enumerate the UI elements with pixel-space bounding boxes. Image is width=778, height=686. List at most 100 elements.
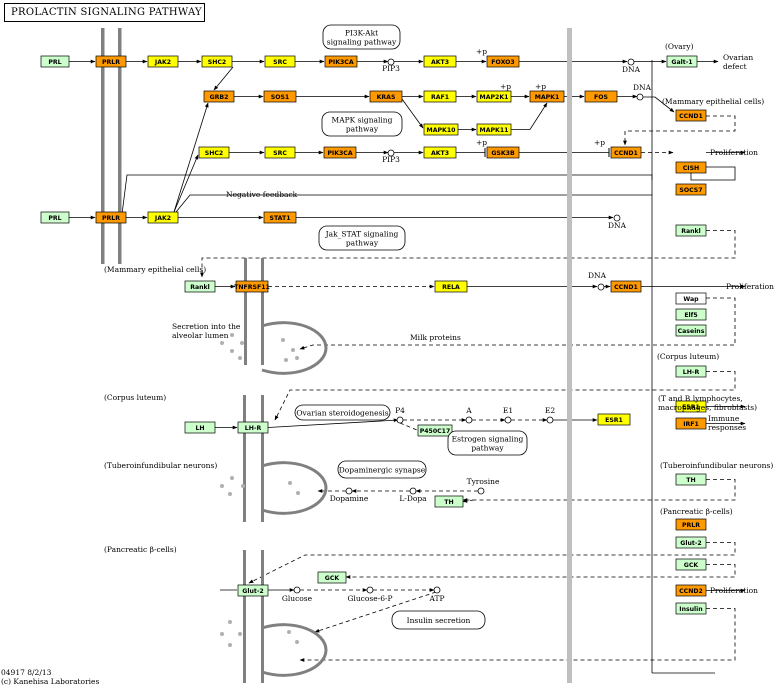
relation-edge (299, 297, 736, 350)
compound-ldopa (409, 487, 417, 495)
granule-dot (238, 356, 242, 360)
footer-copyright: (c) Kanehisa Laboratories (1, 677, 99, 686)
gene-box (675, 224, 707, 237)
relation-edge (623, 115, 736, 146)
granule-dot (291, 348, 295, 352)
region-label: (Tuberoinfundibular neurons) (104, 461, 217, 470)
compound-dna1 (627, 58, 635, 66)
gene-label: AKT3 (431, 150, 449, 157)
gene-label: CCND1 (679, 113, 703, 120)
gene-label: MAPK10 (427, 127, 457, 134)
cell-membrane (261, 395, 264, 522)
gene-label: Rankl (681, 228, 701, 235)
gene-pik3cab: PIK3CA (323, 146, 357, 159)
gene-box (323, 146, 357, 159)
gene-box (434, 495, 464, 508)
phosphorylation-label: +p (594, 138, 605, 147)
map-box (321, 111, 403, 137)
relation-edge (173, 154, 199, 213)
footer-id: 04917 8/2/13 (1, 668, 52, 677)
map-box (391, 610, 486, 630)
relation-edge (173, 102, 209, 213)
pathway-title-box: PROLACTIN SIGNALING PATHWAY (4, 3, 205, 22)
gene-box (597, 413, 631, 426)
relation-edge (462, 499, 475, 503)
region-label: (Mammary epithelial cells) (662, 97, 764, 106)
relation-edge (643, 96, 675, 113)
gene-foxo3: FOXO3 (486, 55, 520, 68)
gene-glut2b: Glut-2 (675, 536, 707, 549)
region-label: (Pancreatic β-cells) (104, 545, 177, 554)
gene-jak2b: JAK2 (147, 211, 179, 224)
compound-a (465, 416, 473, 424)
gene-raf1: RAF1 (423, 90, 457, 103)
outcome-label: responses (708, 423, 746, 432)
gene-label: Galt-1 (671, 59, 692, 66)
gene-label: Elf5 (684, 312, 697, 319)
gene-rankl1: Rankl (675, 224, 707, 237)
outcome-label: Ovarian (723, 53, 753, 62)
gene-box (417, 424, 453, 437)
map-label: Estrogen signaling (452, 435, 524, 444)
structures-layer (101, 28, 572, 683)
gene-label: JAK2 (154, 59, 171, 66)
gene-kras: KRAS (369, 90, 403, 103)
gene-sos1: SOS1 (263, 90, 297, 103)
gene-label: SOS1 (271, 94, 289, 101)
gene-box (147, 55, 179, 68)
gene-prlr1: PRLR (95, 55, 127, 68)
gene-box (95, 55, 127, 68)
gene-prl1: PRL (40, 55, 70, 68)
gene-rela: RELA (434, 280, 468, 293)
compound-glucose (293, 586, 301, 594)
map-label: pathway (471, 444, 504, 453)
phosphorylation-label: +p (500, 82, 511, 91)
outcome-label: Proliferation (710, 586, 758, 595)
region-label: macrophages, fibroblasts) (658, 403, 757, 412)
gene-box (675, 400, 707, 413)
gene-label: LH (195, 425, 204, 432)
gene-label: PRLR (102, 59, 120, 66)
relation-edge (511, 102, 548, 130)
compound-label: PIP3 (382, 155, 400, 164)
map-label: pathway (346, 239, 379, 248)
gene-prlr3: PRLR (675, 518, 707, 531)
gene-insulin: Insulin (675, 602, 707, 615)
gene-box (423, 90, 457, 103)
gene-shc2a: SHC2 (201, 55, 233, 68)
gene-label: KRAS (377, 94, 396, 101)
compound-label: DNA (608, 221, 627, 230)
outcome-label: Immune (708, 414, 740, 423)
gene-ccnd1b: CCND1 (610, 146, 642, 159)
gene-lhr2: LH-R (675, 365, 707, 378)
compound-label: Tyrosine (467, 477, 500, 486)
granule-dot (228, 620, 232, 624)
gene-box (610, 146, 642, 159)
gene-label: SRC (273, 59, 287, 66)
gene-label: TNFRSF11 (234, 284, 270, 291)
gene-label: PIK3CA (327, 150, 352, 157)
gene-label: PRLR (102, 215, 120, 222)
compound-label: Glucose-6-P (347, 594, 392, 603)
cell-membrane (244, 258, 247, 365)
compound-label: E2 (545, 406, 555, 415)
relation-edge (175, 194, 652, 213)
gene-fos: FOS (584, 90, 618, 103)
gene-box (264, 55, 296, 68)
gene-map2k1: MAP2K1 (476, 90, 512, 103)
gene-cish: CISH (675, 161, 707, 174)
gene-label: GCK (325, 575, 340, 582)
gene-box (675, 292, 707, 305)
product-label: Milk proteins (410, 333, 461, 342)
gene-label: LH-R (245, 425, 262, 432)
gene-box (264, 146, 296, 159)
outcome-label: Proliferation (726, 282, 774, 291)
map-box (322, 24, 401, 50)
gene-lh: LH (184, 421, 216, 434)
gene-glut2a: Glut-2 (237, 584, 269, 597)
gene-grb2: GRB2 (203, 90, 235, 103)
region-label: (T and B lymphocytes, (658, 394, 743, 403)
gene-box (486, 55, 520, 68)
